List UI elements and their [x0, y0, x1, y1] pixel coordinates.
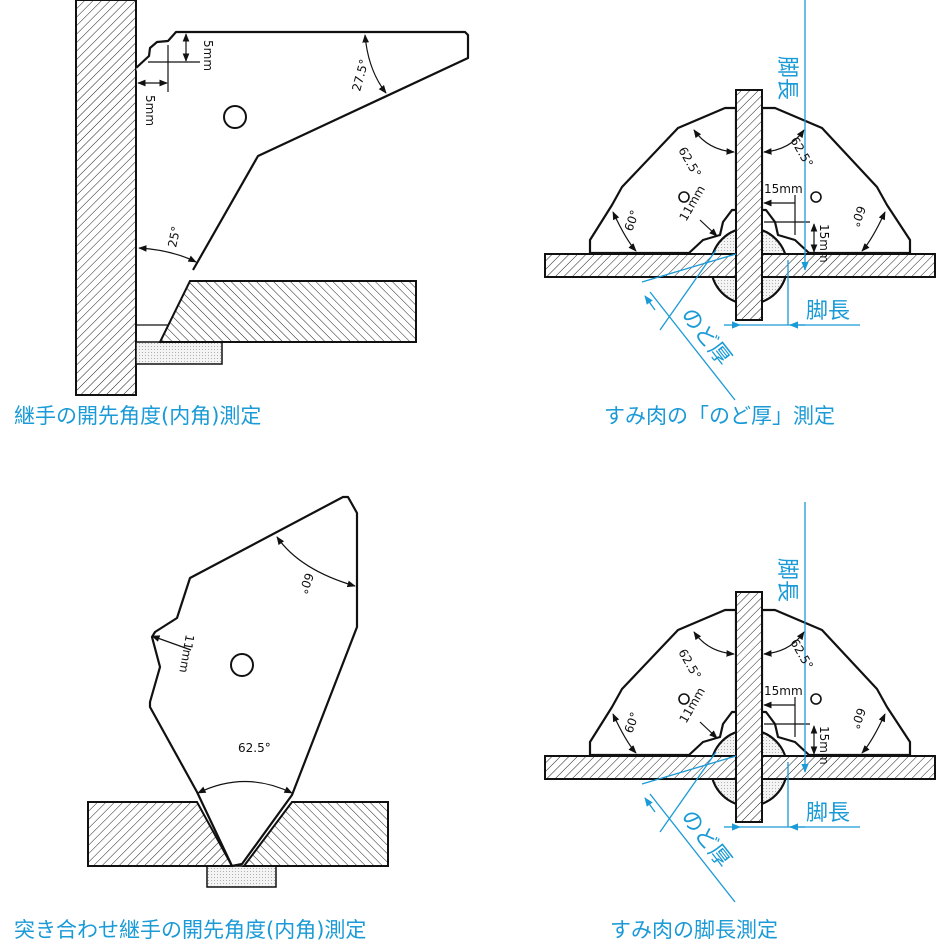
panel-butt-joint-groove: 60° 11mm 62.5°: [87, 495, 389, 888]
leg-length-label-vertical: 脚長: [774, 56, 799, 100]
wall-plate: [75, 0, 137, 396]
fillet-gauge-drawing: [545, 502, 935, 902]
caption-fillet-throat: すみ肉の「のど厚」測定: [604, 404, 835, 428]
gauge-outline: [148, 495, 359, 868]
angle-label-25: 25°: [165, 225, 183, 249]
backing-strip: [135, 341, 223, 365]
angle-label-60: 60°: [296, 571, 316, 596]
dim-11mm: 11mm: [176, 633, 196, 674]
panel-fillet-throat: 62.5° 62.5° 60° 60° 11mm 15mm 15mm 脚長 脚長…: [545, 0, 935, 400]
fillet-gauge-drawing: [545, 0, 935, 400]
angle-label-60-right: 60°: [848, 204, 868, 229]
angle-label-60-left: 60°: [622, 208, 642, 233]
throat-thickness-label: のど厚: [675, 805, 735, 872]
base-plate: [158, 280, 417, 343]
gauge-hole: [223, 105, 247, 129]
panel-fillet-leg-length: 62.5° 62.5° 60° 60° 11mm 15mm 15mm 脚長 脚長…: [545, 502, 935, 902]
caption-groove-angle-joint: 継手の開先角度(内角)測定: [14, 404, 262, 428]
caption-fillet-leg-length: すみ肉の脚長測定: [610, 918, 778, 942]
dim-15mm-vertical: 15mm: [817, 726, 831, 765]
angle-label-60-right: 60°: [848, 706, 868, 731]
right-plate: [242, 801, 389, 867]
gauge-outline: [135, 30, 470, 271]
leg-length-label-horizontal: 脚長: [806, 801, 850, 826]
dim-15mm-horizontal: 15mm: [764, 684, 803, 698]
leg-length-label-vertical: 脚長: [774, 558, 799, 602]
gauge-hole: [230, 653, 254, 677]
dim-5mm-horizontal: 5mm: [143, 95, 157, 126]
dim-15mm-vertical: 15mm: [817, 224, 831, 263]
dim-5mm-vertical: 5mm: [201, 40, 215, 71]
leg-length-label-horizontal: 脚長: [806, 299, 850, 324]
throat-thickness-label: のど厚: [675, 303, 735, 370]
panel-groove-angle-joint: 5mm 5mm 27.5° 25°: [75, 0, 470, 396]
backing-strip: [206, 865, 277, 888]
caption-butt-joint-groove: 突き合わせ継手の開先角度(内角)測定: [14, 918, 367, 942]
dim-15mm-horizontal: 15mm: [764, 182, 803, 196]
angle-label-60-left: 60°: [622, 710, 642, 735]
angle-label-62-5: 62.5°: [238, 741, 271, 755]
